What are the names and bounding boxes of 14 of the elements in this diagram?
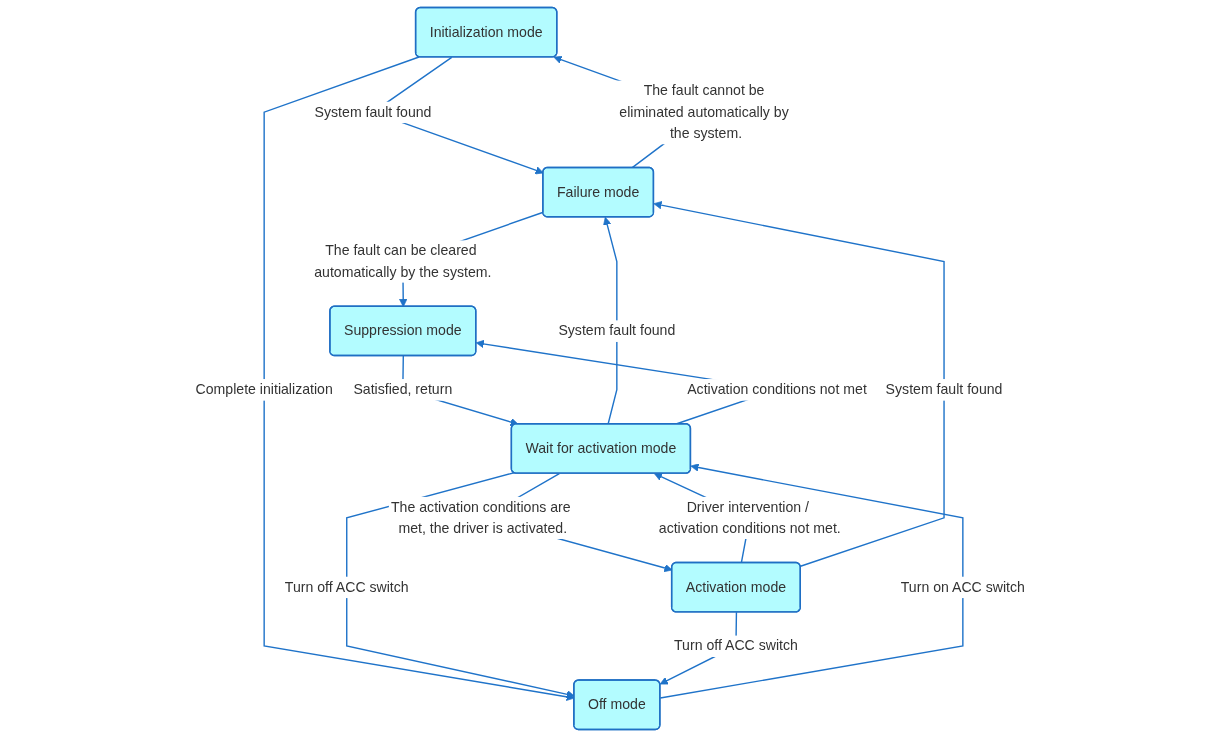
- arrow: [603, 216, 618, 425]
- edge-label: Complete initialization: [195, 380, 334, 397]
- edge-label: System fault found: [314, 103, 432, 120]
- edge-label: Turn off ACC switch: [674, 637, 799, 654]
- edge-label: Activation conditions not met: [687, 380, 868, 397]
- edge-label: The fault can be cleared automatically by the system.: [314, 242, 492, 280]
- edge-label: The activation conditions are met, the driver is activated.: [391, 498, 571, 536]
- edge-label: Driver intervention / activation conditions not met.: [659, 498, 842, 536]
- edge-label: Satisfied, return: [353, 380, 453, 397]
- edge-label: System fault found: [885, 380, 1003, 397]
- edge-label: The fault cannot be eliminated automatically by the system.: [619, 82, 789, 141]
- edge-label: Turn on ACC switch: [901, 578, 1026, 595]
- edge-label: Turn off ACC switch: [285, 578, 409, 595]
- edge-label: System fault found: [558, 322, 676, 339]
